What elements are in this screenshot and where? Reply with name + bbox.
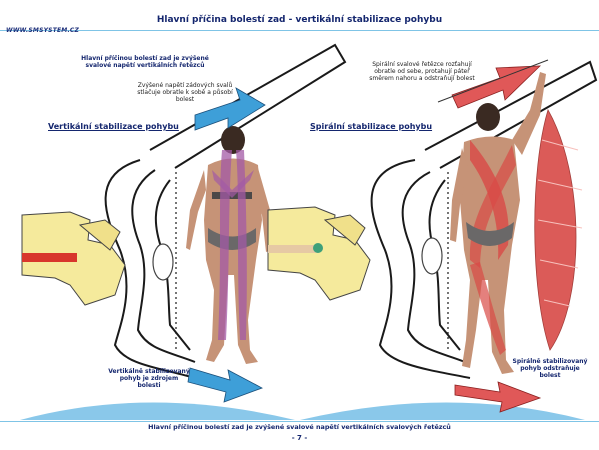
ground-right — [300, 402, 585, 420]
figure-right — [450, 72, 583, 374]
left-top-note-bold: Hlavní příčinou bolestí zad je zvýšené s… — [81, 55, 209, 69]
footer-caption: Hlavní příčinou bolestí zad je zvýšené s… — [148, 423, 451, 431]
left-bottom-note: Vertikálně stabilizovaný pohyb je zdroje… — [108, 368, 190, 389]
left-top-note: Zvýšené napětí zádových svalů stlačuje o… — [137, 82, 233, 103]
arrow-down-right — [454, 381, 542, 413]
arrow-down-left — [194, 87, 266, 131]
arrow-up-right — [437, 59, 549, 109]
right-bottom-note: Spirálně stabilizovaný pohyb odstraňuje … — [512, 358, 588, 379]
bottom-divider — [0, 421, 599, 422]
right-top-note: Spirální svalové řetězce rozťahují obrat… — [369, 61, 475, 82]
right-heading: Spirální stabilizace pohybu — [310, 122, 433, 131]
arrow-up-left — [187, 367, 263, 403]
disc-left — [22, 253, 77, 262]
page-title: Hlavní příčina bolestí zad - vertikální … — [156, 15, 443, 25]
disc-right — [268, 245, 318, 253]
ground-left — [20, 402, 295, 420]
vertebra-left — [21, 211, 174, 306]
figure-left — [186, 126, 272, 364]
vertebra-right — [267, 206, 443, 301]
logo[interactable]: WWW.SMSYSTEM.CZ — [6, 27, 80, 34]
left-heading: Vertikální stabilizace pohybu — [48, 122, 179, 131]
top-divider — [0, 30, 599, 31]
page-number: - 7 - — [291, 434, 308, 442]
muscle-strand — [534, 108, 577, 351]
